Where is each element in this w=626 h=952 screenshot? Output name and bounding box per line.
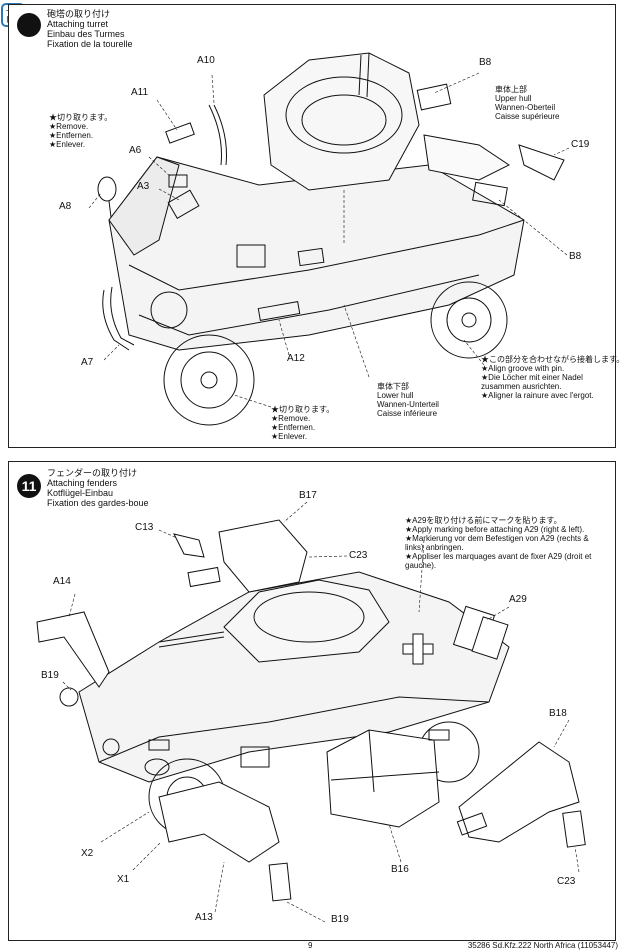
rear-wheel <box>431 282 507 358</box>
label-x1: X1 <box>117 874 130 885</box>
label-a8: A8 <box>59 201 72 212</box>
hull <box>79 572 509 782</box>
hatch-b8-top <box>417 84 451 110</box>
title-fr: Fixation des gardes-boue <box>47 498 149 508</box>
label-b16: B16 <box>391 864 409 875</box>
note-marking-a29: ★A29を取り付ける前にマークを貼ります。 ★Apply marking bef… <box>405 516 592 570</box>
label-a10: A10 <box>197 55 215 66</box>
fender-a14 <box>37 612 109 687</box>
step-11-title: フェンダーの取り付け Attaching fenders Kotflügel-E… <box>47 468 149 508</box>
label-c19: C19 <box>571 139 590 150</box>
note-align-groove: ★この部分を合わせながら接着します。 ★Align groove with pi… <box>481 355 625 400</box>
title-de: Einbau des Turmes <box>47 29 125 39</box>
part-a10-rail <box>209 105 222 165</box>
label-a29: A29 <box>509 594 527 605</box>
step-10-panel: 砲塔の取り付け Attaching turret Einbau des Turm… <box>8 4 624 449</box>
label-x2: X2 <box>81 848 94 859</box>
note-lower-hull: 車体下部 Lower hull Wannen-Unterteil Caisse … <box>377 382 439 418</box>
label-b19-bottom: B19 <box>331 914 349 925</box>
turret-ring <box>286 77 402 153</box>
label-a11: A11 <box>131 87 149 98</box>
mirror-left <box>60 688 78 706</box>
title-de: Kotflügel-Einbau <box>47 488 114 498</box>
balkenkreuz-insignia <box>403 634 433 664</box>
hull-lower-edge <box>139 275 479 335</box>
label-b8-top: B8 <box>479 57 492 68</box>
fender-a13 <box>159 782 279 862</box>
label-a6: A6 <box>129 145 142 156</box>
label-b19-left: B19 <box>41 670 59 681</box>
step-11-number-badge: 11 <box>17 474 41 498</box>
label-c23-top: C23 <box>349 550 368 561</box>
note-remove-top: ★切り取ります。 ★Remove. ★Entfernen. ★Enlever. <box>49 113 113 149</box>
label-b18: B18 <box>549 708 567 719</box>
label-c13: C13 <box>135 522 154 533</box>
title-fr: Fixation de la tourelle <box>47 39 133 49</box>
page-number: 9 <box>308 941 313 950</box>
label-a13: A13 <box>195 912 213 923</box>
part-c13 <box>174 534 204 557</box>
front-wheel <box>164 335 254 425</box>
fender-b18 <box>459 742 579 842</box>
step-10-number-badge <box>17 13 41 37</box>
title-en: Attaching turret <box>47 19 109 29</box>
label-c23-bottom: C23 <box>557 876 576 887</box>
product-code: 35286 Sd.Kfz.222 North Africa (11053447) <box>467 941 618 950</box>
hull-midline <box>129 220 524 290</box>
fender-b17 <box>219 520 307 592</box>
title-ja: フェンダーの取り付け <box>47 468 138 478</box>
label-a14: A14 <box>53 576 71 587</box>
part-a6 <box>169 175 187 187</box>
note-upper-hull: 車体上部 Upper hull Wannen-Oberteil Caisse s… <box>495 85 560 121</box>
note-remove-bottom: ★切り取ります。 ★Remove. ★Entfernen. ★Enlever. <box>271 405 335 441</box>
label-a3: A3 <box>137 181 150 192</box>
upper-hull-plate <box>424 135 509 180</box>
label-b17: B17 <box>299 490 317 501</box>
part-a7-bumper <box>103 290 129 350</box>
plate-c23-bottom <box>563 811 586 847</box>
plate-b19-bottom <box>269 863 291 901</box>
label-a12: A12 <box>287 353 305 364</box>
stowage-box-b16 <box>327 730 439 827</box>
turret <box>224 580 389 662</box>
step-10-title: 砲塔の取り付け Attaching turret Einbau des Turm… <box>47 9 133 49</box>
label-a7: A7 <box>81 357 94 368</box>
title-en: Attaching fenders <box>47 478 118 488</box>
step-10-assembly-drawing <box>9 5 617 449</box>
part-a8-mirror <box>98 177 116 201</box>
title-ja: 砲塔の取り付け <box>47 9 111 19</box>
label-b8-right: B8 <box>569 251 582 262</box>
hatch-b8-right <box>473 182 508 205</box>
turret <box>264 53 419 190</box>
step-11-assembly-drawing <box>9 462 617 942</box>
plate-c19 <box>519 145 564 180</box>
step-11-panel: 11 フェンダーの取り付け Attaching fenders Kotflüge… <box>8 461 616 941</box>
hull-upper <box>109 157 524 350</box>
part-a11 <box>166 123 195 143</box>
